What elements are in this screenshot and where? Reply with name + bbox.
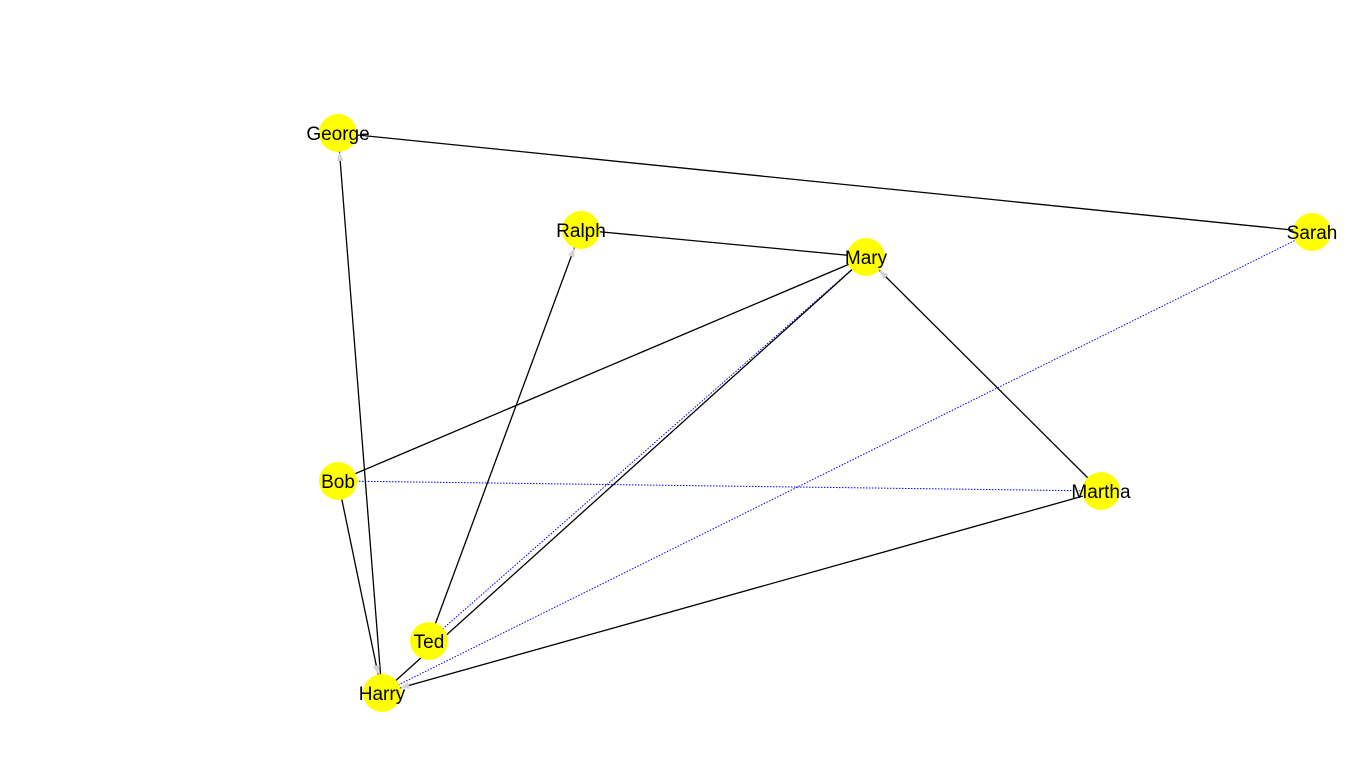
- node-circle-mary: [847, 238, 885, 276]
- node-label-harry: Harry: [359, 684, 406, 705]
- node-circle-sarah: [1293, 213, 1331, 251]
- arrow-head-ted-ralph: [568, 247, 575, 258]
- node-ralph[interactable]: Ralph: [556, 211, 606, 249]
- arrow-head-harry-george: [336, 151, 344, 162]
- node-circle-george: [319, 114, 357, 152]
- node-george[interactable]: George: [306, 114, 370, 152]
- edge-harry-sarah: [381, 231, 1313, 694]
- node-bob[interactable]: Bob: [319, 462, 357, 500]
- node-circle-ralph: [562, 211, 600, 249]
- node-label-ralph: Ralph: [556, 221, 606, 242]
- edge-harry-mary: [381, 256, 867, 694]
- node-martha[interactable]: Martha: [1071, 472, 1131, 510]
- node-label-sarah: Sarah: [1287, 223, 1338, 244]
- edge-ralph-mary: [580, 229, 867, 258]
- arrow-head-martha-harry: [400, 682, 410, 689]
- node-mary[interactable]: Mary: [845, 238, 888, 276]
- edge-bob-harry: [337, 480, 383, 694]
- node-label-martha: Martha: [1071, 482, 1131, 503]
- arrow-head-martha-mary: [879, 270, 889, 280]
- node-ted[interactable]: Ted: [410, 622, 448, 660]
- node-label-mary: Mary: [845, 248, 888, 269]
- node-label-ted: Ted: [414, 632, 445, 653]
- edge-bob-mary: [337, 256, 867, 482]
- edge-martha-mary: [865, 256, 1102, 492]
- node-label-george: George: [306, 124, 369, 145]
- node-circle-ted: [410, 622, 448, 660]
- node-harry[interactable]: Harry: [359, 674, 406, 712]
- edge-george-sarah: [337, 132, 1313, 233]
- node-circle-bob: [319, 462, 357, 500]
- node-label-bob: Bob: [321, 472, 355, 493]
- edges-layer: [336, 132, 1313, 694]
- node-circle-martha: [1082, 472, 1120, 510]
- edge-bob-martha: [337, 480, 1102, 492]
- edge-martha-harry: [381, 490, 1102, 694]
- edge-ted-mary: [428, 256, 867, 642]
- node-sarah[interactable]: Sarah: [1287, 213, 1338, 251]
- edge-harry-george: [337, 132, 383, 694]
- edge-ted-ralph: [428, 229, 582, 642]
- arrow-head-bob-harry: [372, 664, 380, 675]
- node-circle-harry: [363, 674, 401, 712]
